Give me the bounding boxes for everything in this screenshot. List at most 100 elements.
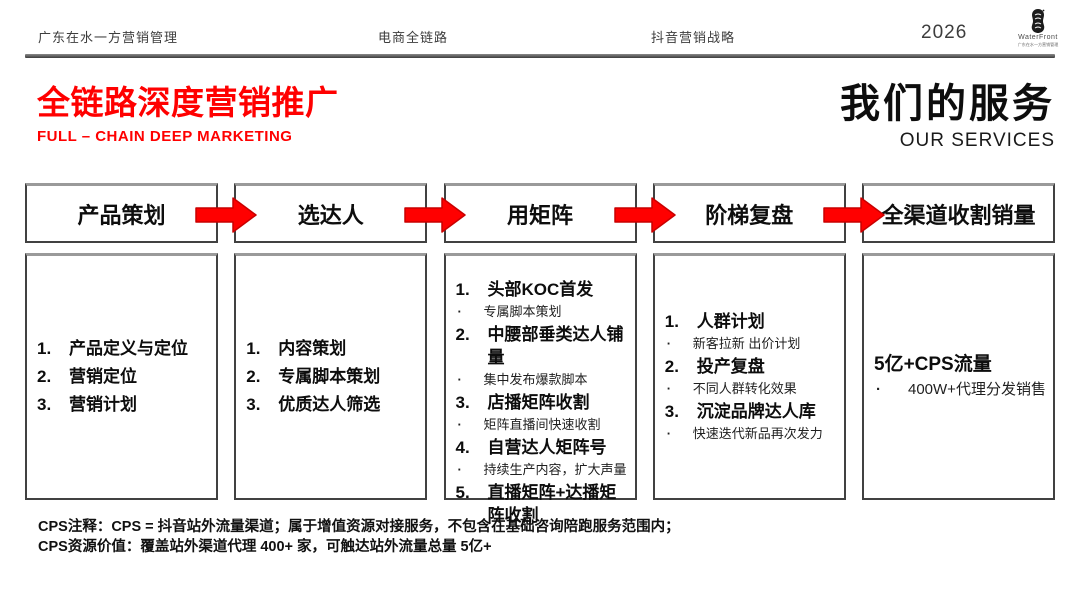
flow-step: 阶梯复盘 1. 人群计划 · 新客拉新 出价计划 2. 投产复盘 · 不同人群转化效果 3.沉淀品… [652, 183, 846, 501]
bullet-item: · 集中发布爆款脚本 [456, 369, 629, 391]
step-header-box: 全渠道收割销量 [862, 183, 1055, 243]
bullet-item: · 专属脚本策划 [456, 301, 629, 323]
logo-name: WaterFront [1018, 34, 1058, 41]
company-logo: WaterFront 广东在水一方营销管理 [1008, 8, 1068, 47]
flow-arrow-right-icon [823, 196, 885, 234]
header-item-company: 广东在水一方营销管理 [38, 30, 179, 45]
services-title-block: 我们的服务 OUR SERVICES [840, 82, 1055, 152]
bullet-marker: · [666, 336, 672, 351]
flow-step: 用矩阵 1. 头部KOC首发 · 专属脚本策划 2. 中腰部垂类达人铺量 · 集中发布爆款脚本 3… [443, 183, 637, 525]
bullet-item: · 持续生产内容，扩大声量 [456, 459, 629, 481]
item-text: 5亿+CPS流量 [874, 354, 992, 375]
numbered-item: 1. 头部KOC首发 [456, 278, 629, 301]
number-marker: 2. [455, 325, 470, 344]
numbered-item: 5. 直播矩阵+达播矩阵收割 [456, 481, 629, 527]
numbered-item: 2.营销定位 [37, 363, 210, 391]
number-marker: 2. [664, 357, 679, 376]
logo-tagline: 广东在水一方营销管理 [1017, 42, 1059, 47]
item-text: 营销定位 [69, 367, 137, 386]
step-header-box: 产品策划 [25, 183, 218, 243]
bullet-item: · 不同人群转化效果 [665, 378, 838, 400]
bullet-marker: · [457, 417, 462, 432]
numbered-item: 2. 专属脚本策划 [246, 363, 419, 391]
item-text: 矩阵直播间快速收割 [483, 417, 601, 432]
item-text: 自营达人矩阵号 [487, 438, 607, 457]
item-text: 新客拉新 出价计划 [692, 336, 801, 351]
flow-arrow-right-icon [404, 196, 467, 234]
step-label: 产品策划 [77, 202, 166, 228]
step-label: 全渠道收割销量 [881, 202, 1036, 228]
bullet-marker: · [666, 381, 672, 396]
step-body-box: 1. 人群计划 · 新客拉新 出价计划 2. 投产复盘 · 不同人群转化效果 3.沉淀品牌达人库… [652, 253, 846, 500]
item-text: 产品定义与定位 [69, 339, 188, 358]
numbered-item: 3. 优质达人筛选 [246, 391, 419, 419]
item-text: 专属脚本策划 [278, 367, 381, 386]
item-text: 集中发布爆款脚本 [483, 372, 588, 387]
number-marker: 1. [455, 280, 470, 299]
numbered-item: 3.沉淀品牌达人库 [665, 400, 838, 423]
step-body-box: 5亿+CPS流量 ·400W+代理分发销售 [862, 253, 1055, 500]
step-label: 选达人 [297, 202, 364, 228]
numbered-item: 3.营销计划 [37, 391, 210, 419]
item-text: 人群计划 [696, 312, 765, 331]
item-text: 持续生产内容，扩大声量 [483, 462, 627, 477]
step-header-box: 用矩阵 [443, 183, 637, 243]
numbered-item: 3.店播矩阵收割 [456, 391, 629, 414]
item-text: 专属脚本策划 [483, 304, 562, 319]
number-marker: 3. [246, 395, 261, 414]
item-text: 优质达人筛选 [278, 395, 381, 414]
number-marker: 5. [455, 483, 470, 502]
step-header-box: 阶梯复盘 [652, 183, 846, 243]
bust-statue-icon [1031, 9, 1045, 33]
item-text: 400W+代理分发销售 [908, 381, 1046, 398]
bullet-marker: · [457, 304, 462, 319]
number-marker: 1. [246, 339, 261, 358]
flow-step: 全渠道收割销量 5亿+CPS流量 ·400W+代理分发销售 [862, 183, 1055, 501]
services-subtitle: OUR SERVICES [899, 130, 1055, 151]
slide-title-block: 全链路深度营销推广 FULL – CHAIN DEEP MARKETING [37, 80, 339, 145]
item-text: 店播矩阵收割 [487, 393, 590, 412]
bullet-marker: · [457, 462, 462, 477]
slide-title: 全链路深度营销推广 [37, 84, 339, 121]
numbered-item: 5亿+CPS流量 [874, 352, 1047, 378]
year-label: 2026 [921, 22, 968, 43]
flow-step: 选达人 1. 内容策划 2. 专属脚本策划 3. 优质达人筛选 [234, 183, 428, 501]
bullet-marker: · [666, 426, 672, 441]
item-text: 中腰部垂类达人铺量 [487, 325, 624, 367]
flow-arrow-right-icon [613, 196, 676, 234]
footnote-line-2: CPS资源价值：覆盖站外渠道代理 400+ 家，可触达站外流量总量 5亿+ [38, 539, 492, 555]
number-marker: 2. [246, 367, 261, 386]
step-label: 阶梯复盘 [705, 202, 794, 228]
number-marker: 3. [664, 402, 679, 421]
numbered-item: 2. 投产复盘 [665, 355, 838, 378]
number-marker: 4. [455, 438, 470, 457]
numbered-item: 1. 人群计划 [665, 310, 838, 333]
numbered-item: 4. 自营达人矩阵号 [456, 436, 629, 459]
item-text: 内容策划 [278, 339, 347, 358]
numbered-item: 2. 中腰部垂类达人铺量 [456, 323, 629, 369]
step-body-box: 1. 内容策划 2. 专属脚本策划 3. 优质达人筛选 [234, 253, 428, 500]
step-label: 用矩阵 [506, 202, 573, 228]
item-text: 投产复盘 [696, 357, 765, 376]
item-text: 不同人群转化效果 [692, 381, 797, 396]
numbered-item: 1.产品定义与定位 [37, 335, 210, 363]
item-text: 头部KOC首发 [487, 280, 594, 299]
bullet-marker: · [457, 372, 462, 387]
item-text: 快速迭代新品再次发力 [692, 426, 823, 441]
step-body-box: 1. 头部KOC首发 · 专属脚本策划 2. 中腰部垂类达人铺量 · 集中发布爆款脚本 3.店播… [443, 253, 637, 525]
flow-arrow-right-icon [195, 196, 257, 234]
header-item-ecommerce: 电商全链路 [378, 30, 449, 45]
item-text: 直播矩阵+达播矩阵收割 [487, 483, 617, 525]
bullet-item: ·400W+代理分发销售 [874, 378, 1047, 402]
bullet-item: · 新客拉新 出价计划 [665, 333, 838, 355]
number-marker: 1. [664, 312, 679, 331]
bullet-item: · 矩阵直播间快速收割 [456, 414, 629, 436]
header-divider-rule [25, 54, 1055, 58]
numbered-item: 1. 内容策划 [246, 335, 419, 363]
number-marker: 3. [37, 395, 52, 414]
header-item-douyin: 抖音营销战略 [651, 30, 736, 45]
